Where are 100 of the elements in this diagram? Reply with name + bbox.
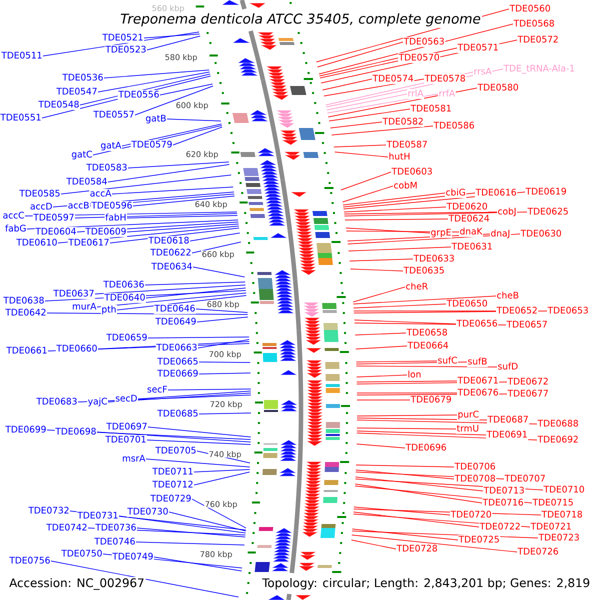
leader-line <box>160 84 213 96</box>
scale-label: 780 kbp <box>200 551 232 559</box>
gene-label: TDE0511 <box>1 52 42 59</box>
gene-label: TDE0697 <box>106 422 147 430</box>
gene-label: TDE0571 <box>458 44 498 51</box>
leader-line <box>136 542 245 546</box>
leader-line <box>146 288 246 298</box>
leader-line <box>118 516 246 534</box>
gene-label: TDE0736 <box>95 524 136 531</box>
gene-label: TDE0676 <box>458 388 498 396</box>
leader-line <box>326 94 408 110</box>
leader-line <box>58 226 240 244</box>
leader-line <box>354 320 456 324</box>
gene-label: TDE0691 <box>486 430 527 438</box>
gene-label: TDE0548 <box>38 100 79 108</box>
leader-line <box>326 68 504 108</box>
leader-line <box>136 528 246 538</box>
gene-label: TDE0672 <box>508 378 548 385</box>
leader-line <box>334 152 388 158</box>
gene-label: TDE0581 <box>410 104 451 112</box>
gene-label: dnaJ <box>491 230 510 238</box>
leader-line <box>354 322 506 326</box>
gene-label: TDE0637 <box>53 290 94 297</box>
gene-label: TDE0685 <box>157 410 198 417</box>
leader-line <box>340 172 392 190</box>
gene-label: TDE0732 <box>28 506 68 514</box>
gene-label: msrA <box>122 454 146 462</box>
gene-label: TDE0715 <box>532 498 573 506</box>
leader-line <box>356 394 508 396</box>
leader-line <box>322 78 372 90</box>
scale-label: 640 kbp <box>195 200 227 209</box>
gene-label: lon <box>408 370 421 378</box>
leader-line <box>354 332 406 336</box>
gene-label: hutH <box>389 152 410 160</box>
gene-label: TDE0640 <box>104 294 145 301</box>
leader-line <box>351 540 396 550</box>
leader-line <box>46 312 248 315</box>
leader-line <box>194 469 250 472</box>
scale-label: 740 kbp <box>209 450 241 459</box>
gene-label: TDE0633 <box>414 254 454 262</box>
leader-line <box>126 224 239 232</box>
gene-label: TDE0696 <box>406 444 446 451</box>
gene-label: TDE0659 <box>106 334 147 341</box>
leader-line <box>356 392 458 394</box>
leader-line <box>78 394 252 402</box>
leader-line <box>146 440 251 445</box>
gene-label: TDE0720 <box>450 510 492 518</box>
gene-label: TDE0579 <box>131 140 172 148</box>
leader-line <box>353 508 542 516</box>
leader-line <box>355 470 454 480</box>
gene-label: gatB <box>146 114 166 124</box>
scale-label: 680 kbp <box>207 300 239 309</box>
leader-line <box>198 372 251 374</box>
leader-line <box>324 78 424 96</box>
gene-label: TDE0642 <box>5 308 46 316</box>
leader-line <box>196 308 248 313</box>
leader-line <box>343 192 526 210</box>
leader-line <box>42 32 200 56</box>
gene-label: TDE0683 <box>36 398 77 405</box>
leader-line <box>353 514 530 528</box>
leader-line <box>128 162 230 168</box>
gene-label: sufB <box>468 358 487 365</box>
gene-label: TDE0551 <box>0 114 41 121</box>
gene-label: TDE0631 <box>452 242 492 250</box>
gene-label: TDE0646 <box>154 304 195 312</box>
gene-label: yajC <box>88 398 107 406</box>
gene-label: dnaK <box>460 228 483 235</box>
leader-line <box>334 144 386 148</box>
gene-label: TDE0698 <box>55 428 96 435</box>
gene-label: TDE0707 <box>504 474 545 482</box>
leader-line <box>146 458 250 468</box>
scale-label: 720 kbp <box>210 400 242 409</box>
gene-label: TDE0706 <box>454 462 496 470</box>
leader-line <box>356 420 538 424</box>
gene-label: sufC <box>438 356 457 364</box>
leader-line <box>76 222 239 232</box>
leader-line <box>354 486 532 504</box>
leader-line <box>44 290 246 302</box>
gene-label: TDE0711 <box>152 468 193 475</box>
gene-label: TDE0692 <box>538 436 578 443</box>
leader-line <box>356 366 498 368</box>
gene-label: TDE0583 <box>86 164 127 171</box>
leader-line <box>198 339 250 348</box>
gene-label: TDE0578 <box>424 74 465 82</box>
leader-line <box>192 242 242 254</box>
leader-line <box>351 534 518 552</box>
leader-line <box>353 304 446 308</box>
gene-label: gatA <box>101 142 122 150</box>
leader-line <box>356 414 458 416</box>
gene-label: TDE0731 <box>77 512 118 519</box>
gene-label: TDE0723 <box>538 534 579 541</box>
leader-line <box>342 192 446 206</box>
gene-label: TDE0746 <box>94 538 135 545</box>
gene-label: rrfA <box>439 90 456 96</box>
gene-label: TDE0604 <box>35 228 76 235</box>
leader-line <box>60 174 232 194</box>
gene-label: TDE0610 <box>16 238 57 246</box>
gene-label: TDE0721 <box>530 522 571 530</box>
leader-line <box>355 346 408 350</box>
leader-line <box>116 295 247 310</box>
